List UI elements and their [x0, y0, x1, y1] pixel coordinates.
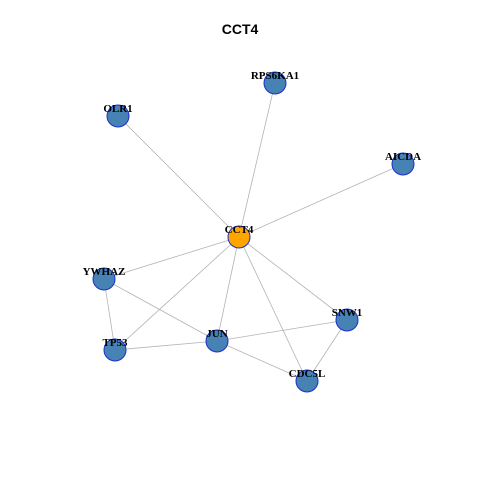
node-jun: JUN	[205, 328, 229, 353]
chart-title: CCT4	[221, 21, 259, 37]
edge-cct4-aicda	[238, 163, 404, 238]
node-label: RPS6KA1	[251, 70, 299, 82]
edge-cct4-jun	[216, 236, 240, 342]
edge-ywhaz-jun	[103, 278, 218, 342]
edge-cct4-tp53	[114, 236, 240, 351]
node-aicda: AICDA	[385, 151, 421, 176]
node-circle	[106, 104, 130, 128]
edge-cct4-rps6ka1	[238, 82, 276, 238]
edge-cct4-olr1	[117, 115, 240, 238]
edge-ywhaz-tp53	[103, 278, 116, 351]
node-label: CCT4	[225, 224, 254, 236]
node-circle	[205, 329, 229, 353]
node-label: AICDA	[385, 151, 421, 163]
node-circle	[103, 338, 127, 362]
node-circle	[295, 369, 319, 393]
node-circle	[335, 308, 359, 332]
edge-layer	[103, 82, 404, 382]
edge-cct4-ywhaz	[103, 236, 240, 280]
edge-jun-cdc5l	[216, 340, 308, 382]
node-cct4: CCT4	[225, 224, 254, 249]
node-label: JUN	[206, 328, 227, 340]
node-circle	[92, 267, 116, 291]
node-label: SNW1	[332, 307, 363, 319]
node-label: CDC5L	[289, 368, 326, 380]
node-circle	[227, 225, 251, 249]
node-label: OLR1	[103, 103, 132, 115]
node-tp53: TP53	[102, 337, 128, 362]
node-snw1: SNW1	[332, 307, 363, 332]
node-label: TP53	[102, 337, 128, 349]
node-circle	[263, 71, 287, 95]
edge-jun-snw1	[216, 319, 348, 342]
node-olr1: OLR1	[103, 103, 133, 128]
node-label: YWHAZ	[83, 266, 126, 278]
node-ywhaz: YWHAZ	[83, 266, 126, 291]
node-cdc5l: CDC5L	[289, 368, 326, 393]
node-circle	[391, 152, 415, 176]
edge-tp53-jun	[114, 340, 218, 351]
edge-cct4-snw1	[238, 236, 348, 321]
edge-cct4-cdc5l	[238, 236, 308, 382]
node-rps6ka1: RPS6KA1	[251, 70, 299, 95]
edge-snw1-cdc5l	[306, 319, 348, 382]
